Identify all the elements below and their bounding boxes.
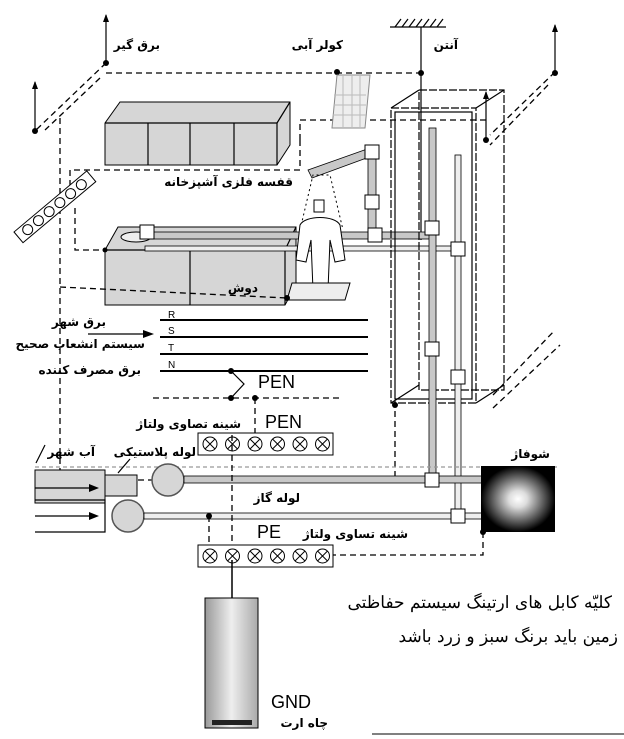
busbar-terminal-icon bbox=[315, 436, 330, 452]
busbar-terminal-icon bbox=[202, 436, 218, 452]
shower-person-icon bbox=[286, 174, 351, 301]
busbar-body bbox=[197, 432, 334, 456]
note-line-2: زمین باید برنگ سبز و زرد باشد bbox=[399, 626, 618, 647]
label-consumer-power: برق مصرف کننده bbox=[38, 363, 141, 377]
busbar-terminal-icon bbox=[315, 548, 330, 564]
antenna-icon bbox=[390, 18, 446, 240]
label-kitchen-cabinet: قفسه فلزی آشپزخانه bbox=[164, 174, 293, 189]
label-equipotential-bus-2: شینه تساوی ولتاژ bbox=[302, 527, 408, 542]
label-gnd: GND bbox=[271, 692, 311, 712]
gas-pipe bbox=[35, 499, 483, 545]
label-pen-bus: PEN bbox=[265, 412, 302, 432]
pe-busbar bbox=[197, 544, 334, 568]
earth-well bbox=[204, 597, 259, 729]
label-lightning-rod: برق گیر bbox=[113, 38, 160, 52]
busbar-terminal-icon bbox=[247, 548, 263, 564]
label-shower: دوش bbox=[228, 281, 258, 296]
busbar-terminal-icon bbox=[225, 548, 240, 564]
label-city-water: آب شهر bbox=[46, 444, 95, 459]
label-water-cooler: کولر آبی bbox=[292, 37, 343, 53]
label-heater: شوفاژ bbox=[510, 447, 550, 462]
busbar-terminal-icon bbox=[247, 436, 263, 452]
label-correct-branch-system: سیستم انشعاب صحیح bbox=[15, 337, 145, 351]
upper-cabinets bbox=[104, 101, 291, 166]
label-equipotential-bus-1: شینه تصاوی ولتاژ bbox=[135, 417, 241, 432]
label-phase-s: S bbox=[168, 326, 175, 337]
socket-strip bbox=[13, 170, 97, 244]
busbar-terminal-icon bbox=[292, 436, 308, 452]
busbar-terminal-icon bbox=[292, 548, 308, 564]
note-line-1: کلیّه کابل های ارتینگ سیستم حفاظتی bbox=[347, 592, 612, 613]
busbar-body bbox=[197, 544, 334, 568]
label-pen-top: PEN bbox=[258, 372, 295, 392]
label-neutral-n: N bbox=[168, 360, 175, 371]
water-cooler-icon bbox=[331, 74, 371, 129]
busbar-terminal-icon bbox=[202, 548, 218, 564]
label-earth-well: چاه ارت bbox=[281, 716, 329, 730]
heater-radiator bbox=[481, 466, 555, 532]
label-antenna: آنتن bbox=[434, 37, 459, 52]
label-plastic-pipe: لوله پلاستیکی bbox=[114, 445, 196, 460]
power-lines bbox=[88, 319, 368, 435]
label-city-power: برق شهر bbox=[51, 315, 106, 329]
pen-busbar bbox=[197, 432, 334, 456]
lightning-rods bbox=[32, 14, 558, 143]
busbar-terminal-icon bbox=[270, 548, 285, 564]
busbar-terminal-icon bbox=[270, 436, 285, 452]
label-phase-r: R bbox=[168, 310, 175, 321]
label-phase-t: T bbox=[168, 343, 174, 354]
label-gas-pipe: لوله گاز bbox=[253, 491, 300, 506]
city-water-pipe bbox=[34, 444, 483, 504]
label-pe: PE bbox=[257, 522, 281, 542]
